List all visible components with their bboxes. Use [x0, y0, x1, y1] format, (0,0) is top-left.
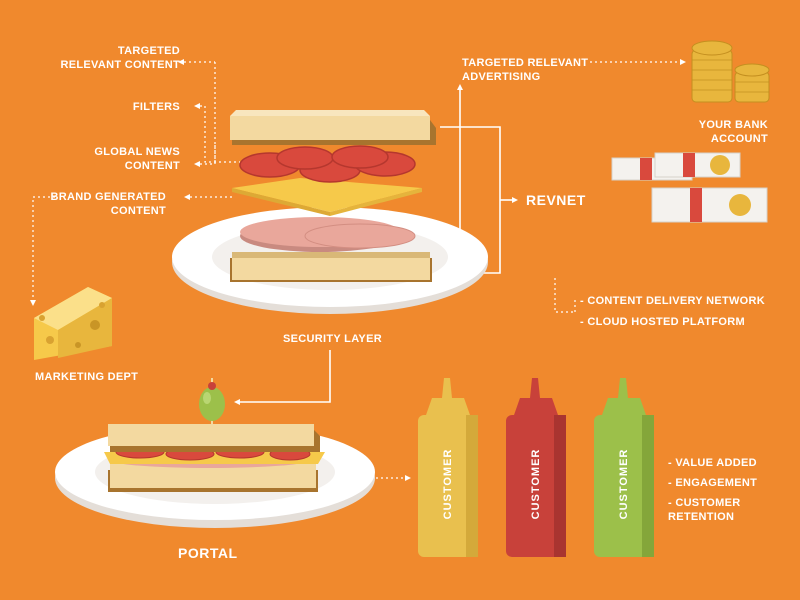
label-your-bank-account: YOUR BANK ACCOUNT	[698, 119, 768, 145]
bottle-label-yellow: CUSTOMER	[442, 448, 454, 520]
bottle-label-green: CUSTOMER	[618, 448, 630, 520]
label-targeted-relevant-content: TARGETED RELEVANT CONTENT	[60, 45, 180, 71]
revnet-feature-cdn: - CONTENT DELIVERY NETWORK	[580, 295, 766, 307]
label-brand-generated-content: BRAND GENERATED CONTENT	[50, 191, 166, 217]
label-targeted-relevant-advertising: TARGETED RELEVANT ADVERTISING	[462, 57, 589, 83]
benefit-customer-retention: - CUSTOMER RETENTION	[668, 497, 741, 523]
coin-stack-icon	[691, 40, 770, 103]
label-portal: PORTAL	[178, 545, 238, 561]
connector-lines	[32, 61, 680, 479]
benefit-engagement: - ENGAGEMENT	[668, 477, 758, 489]
assembled-sandwich-icon	[104, 424, 325, 492]
label-filters: FILTERS	[132, 101, 180, 113]
label-revnet: REVNET	[526, 192, 586, 208]
arrowheads	[30, 59, 686, 481]
label-marketing-dept: MARKETING DEPT	[35, 371, 139, 383]
benefit-value-added: - VALUE ADDED	[668, 457, 757, 469]
bottle-label-red: CUSTOMER	[530, 448, 542, 520]
cheese-wedge-icon	[34, 287, 112, 360]
exploded-sandwich-icon	[230, 110, 436, 282]
banknote-bundle-icon	[611, 152, 768, 223]
label-global-news-content: GLOBAL NEWS CONTENT	[94, 146, 180, 172]
revnet-feature-cloud: - CLOUD HOSTED PLATFORM	[580, 316, 745, 328]
label-security-layer: SECURITY LAYER	[283, 333, 382, 345]
olive-pick-icon	[199, 378, 225, 432]
condiment-bottle-icon	[418, 378, 654, 557]
